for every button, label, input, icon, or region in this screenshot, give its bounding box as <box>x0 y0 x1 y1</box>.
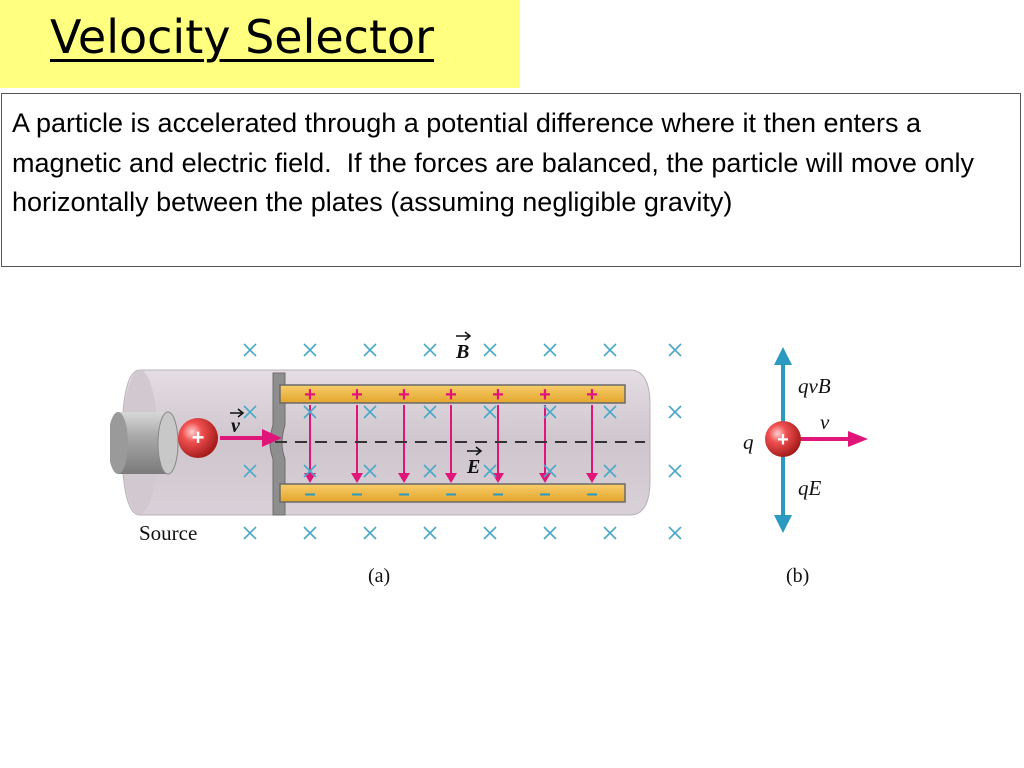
velocity-arrow-a: v <box>220 408 282 447</box>
minus-sign: – <box>398 483 409 505</box>
source-label: Source <box>139 521 197 545</box>
slide-title: Velocity Selector <box>50 10 435 64</box>
magnetic-force-label: qvB <box>798 374 831 398</box>
particle-a: + <box>178 418 218 458</box>
positive-signs: + + + + + + + <box>304 384 598 406</box>
plus-sign: + <box>445 384 457 406</box>
electric-force-label: qE <box>798 476 822 500</box>
negative-signs: – – – – – – – <box>304 483 597 505</box>
charge-label: q <box>743 430 754 454</box>
plus-sign: + <box>398 384 410 406</box>
title-banner: Velocity Selector <box>0 0 520 88</box>
b-field-label: B <box>455 331 472 363</box>
velocity-selector-diagram: + + + + + + + – – – – – – – <box>110 331 868 587</box>
description-box: A particle is accelerated through a pote… <box>1 93 1021 267</box>
force-diagram-b: + q qvB v qE (b) <box>743 347 868 587</box>
plus-sign: + <box>492 384 504 406</box>
svg-text:B: B <box>455 341 469 363</box>
svg-text:v: v <box>231 415 241 437</box>
plus-sign: + <box>304 384 316 406</box>
svg-text:+: + <box>192 425 205 450</box>
minus-sign: – <box>351 483 362 505</box>
minus-sign: – <box>445 483 456 505</box>
minus-sign: – <box>304 483 315 505</box>
e-field-label: E <box>466 446 483 478</box>
positive-plate <box>279 384 626 404</box>
caption-b: (b) <box>786 565 809 587</box>
magnetic-field-crosses <box>243 343 682 540</box>
plus-sign: + <box>586 384 598 406</box>
caption-a: (a) <box>368 565 390 587</box>
description-text: A particle is accelerated through a pote… <box>12 108 982 217</box>
plus-sign: + <box>351 384 363 406</box>
velocity-label-b: v <box>820 410 830 434</box>
svg-text:+: + <box>777 429 789 451</box>
minus-sign: – <box>492 483 503 505</box>
negative-plate <box>279 483 626 503</box>
source-cylinder <box>110 411 179 475</box>
minus-sign: – <box>539 483 550 505</box>
svg-text:E: E <box>466 456 480 478</box>
plus-sign: + <box>539 384 551 406</box>
minus-sign: – <box>586 483 597 505</box>
